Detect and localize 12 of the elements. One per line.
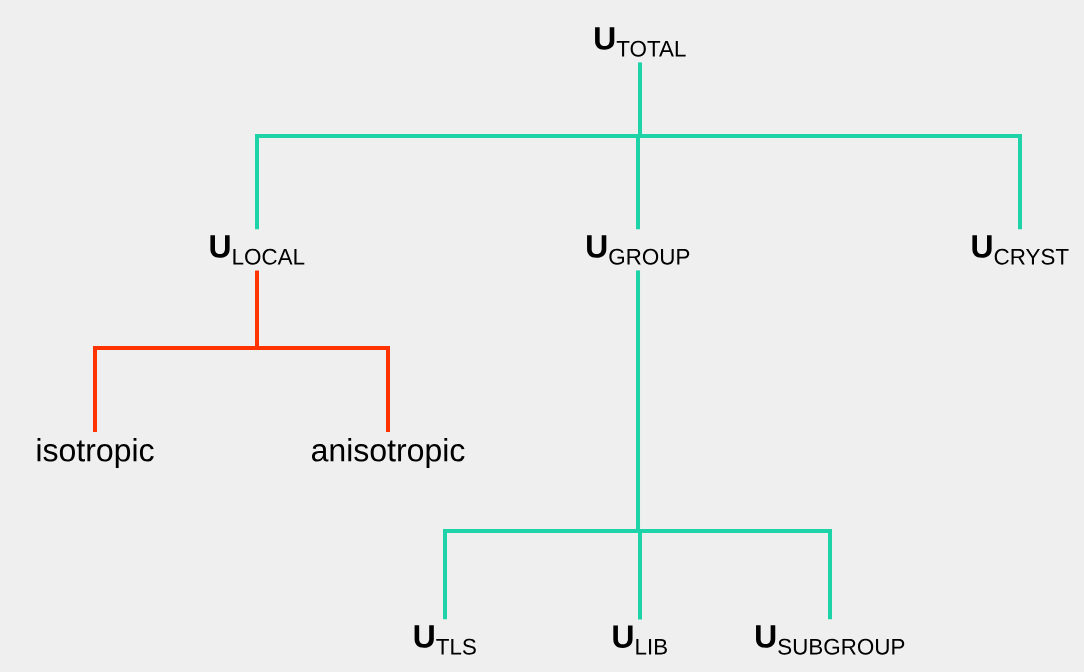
node-label: U$_{LIB}$ [613, 625, 667, 655]
node-label: U$_{GROUP}$ [587, 235, 690, 265]
node-label: isotropic [37, 438, 154, 468]
connector [638, 62, 1022, 230]
connector [636, 270, 832, 620]
node-label: U$_{CRYST}$ [972, 235, 1069, 265]
node-label: U$_{LOCAL}$ [210, 235, 305, 265]
node-label: U$_{SUBGROUP}$ [756, 625, 905, 655]
node-label: U$_{TLS}$ [414, 625, 476, 655]
connector [255, 270, 390, 432]
node-label: U$_{TOTAL}$ [595, 27, 686, 57]
node-label: anisotropic [312, 438, 465, 468]
